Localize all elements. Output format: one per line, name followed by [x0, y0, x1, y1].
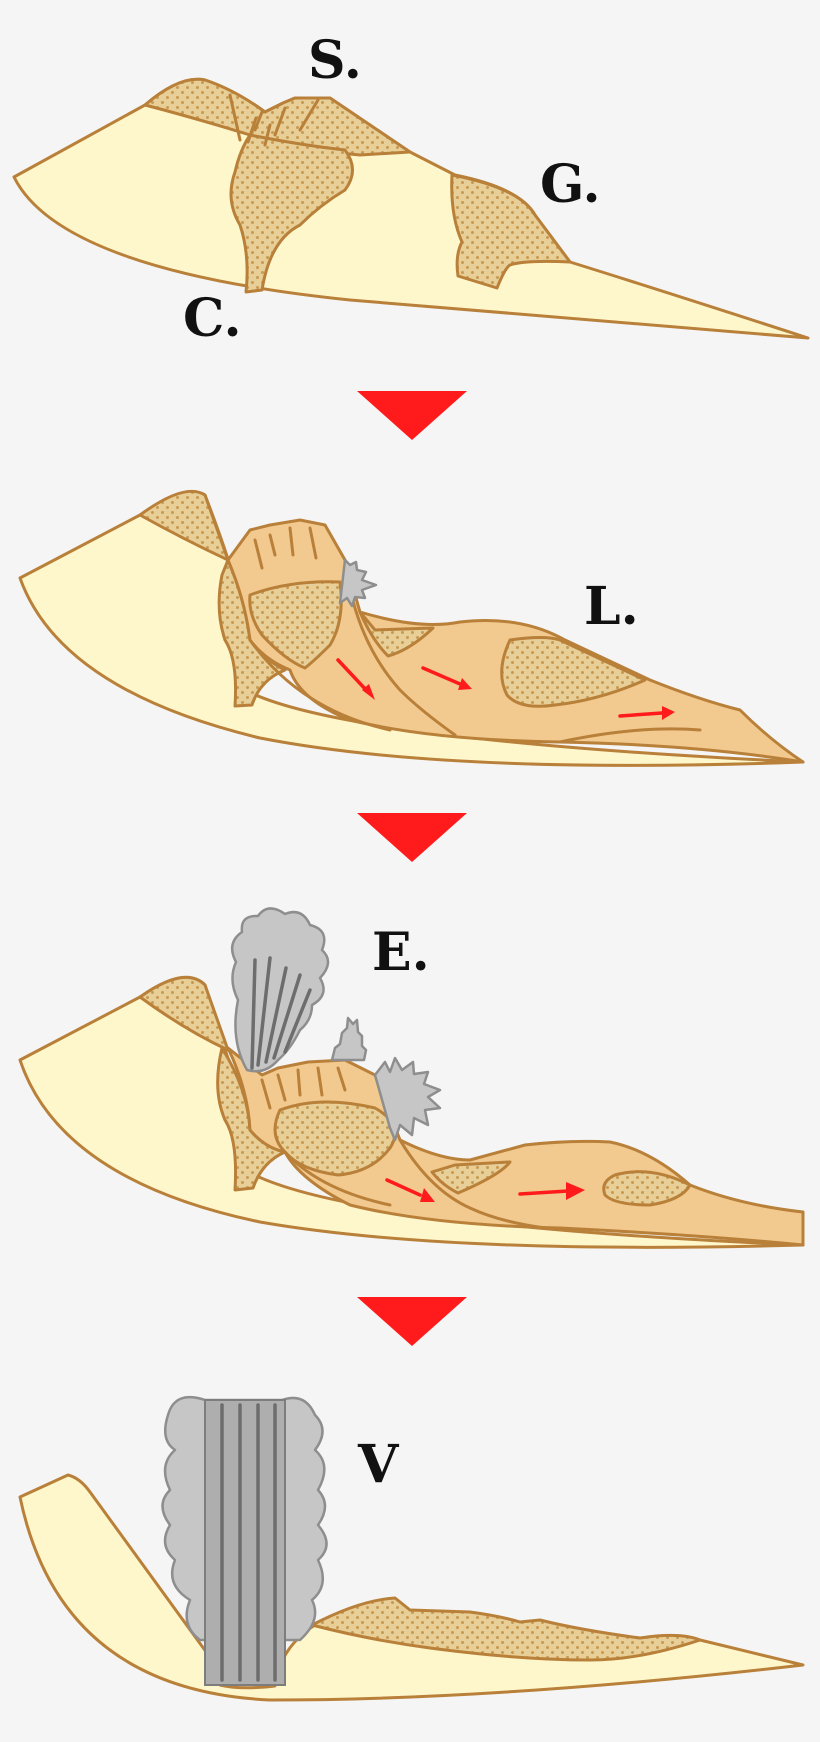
summit-deposit — [143, 77, 412, 157]
mountain-body-1 — [12, 77, 810, 340]
arrow-right-icon — [362, 684, 375, 700]
mountain-body-4 — [18, 1473, 805, 1702]
ash-plume-medium — [373, 1056, 442, 1142]
label-eruption: E. — [372, 922, 430, 983]
arrow-right-icon — [420, 1188, 435, 1202]
ash-plume-small-3 — [330, 1016, 368, 1062]
down-triangle-icon — [357, 1297, 467, 1346]
label-landslide: L. — [584, 576, 639, 637]
ash-plume-small-2 — [338, 558, 378, 608]
slump-block-3 — [273, 1100, 397, 1177]
arrow-right-icon — [458, 678, 472, 690]
label-crater: C. — [183, 288, 242, 349]
arrow-right-icon — [662, 706, 675, 720]
label-vent: V — [357, 1434, 400, 1495]
stage-4-vent-column: V — [18, 1395, 805, 1702]
debris-strip-3 — [430, 1160, 512, 1195]
deposit-layer-4 — [310, 1596, 702, 1662]
label-glacier: G. — [540, 154, 601, 215]
stage-2-landslide: L. — [18, 489, 805, 767]
crater-plug — [229, 133, 354, 294]
arrow-right-icon — [566, 1182, 585, 1200]
runout-block-3 — [602, 1170, 692, 1207]
eruption-column — [204, 1399, 286, 1686]
down-triangle-icon — [357, 813, 467, 862]
debris-strip-2 — [358, 610, 435, 658]
stage-1-intact-volcano: S. G. C. — [12, 30, 810, 349]
slump-block-2 — [248, 580, 343, 670]
glacier-deposit — [450, 173, 572, 290]
down-triangle-icon — [357, 391, 467, 440]
stage-3-eruption: E. — [18, 907, 805, 1249]
runout-block-2 — [500, 636, 647, 708]
label-summit: S. — [308, 30, 362, 91]
